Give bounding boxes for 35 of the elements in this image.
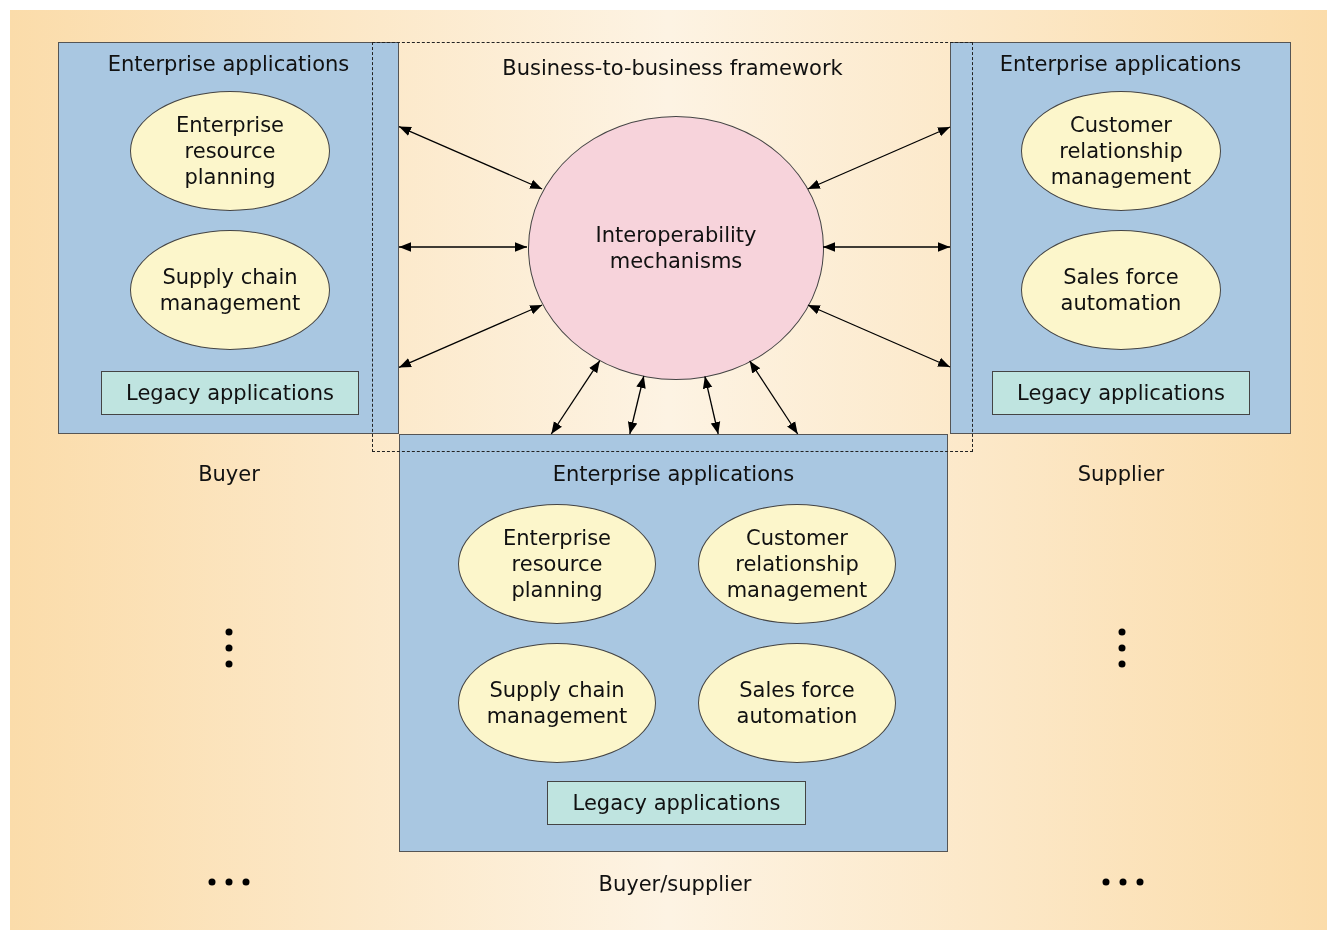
node-label: Legacy applications bbox=[572, 790, 781, 816]
node-label: Customer relationship management bbox=[1049, 112, 1193, 190]
node-label: Legacy applications bbox=[1017, 380, 1225, 406]
legacy-box bbox=[101, 371, 359, 415]
node-label: Sales force automation bbox=[735, 677, 859, 729]
panel-title: Enterprise applications bbox=[107, 51, 350, 77]
arrow bbox=[398, 242, 528, 252]
node-label: Enterprise resource planning bbox=[502, 525, 612, 603]
node-label: Customer relationship management bbox=[725, 525, 869, 603]
node-label: Supply chain management bbox=[158, 264, 302, 316]
node-label: Enterprise resource planning bbox=[175, 112, 285, 190]
arrow bbox=[550, 360, 601, 435]
arrow bbox=[398, 304, 543, 369]
arrow bbox=[749, 360, 799, 435]
node-label: Interoperability mechanisms bbox=[594, 222, 758, 274]
application-panel bbox=[399, 434, 948, 852]
node-label: Sales force automation bbox=[1059, 264, 1183, 316]
arrow bbox=[702, 375, 721, 435]
arrow bbox=[807, 304, 951, 368]
panel-title: Enterprise applications bbox=[999, 51, 1242, 77]
caption-text: Buyer bbox=[198, 461, 260, 487]
panel-title: Enterprise applications bbox=[552, 461, 795, 487]
application-panel bbox=[950, 42, 1291, 434]
application-panel bbox=[58, 42, 399, 434]
arrow bbox=[822, 242, 951, 252]
node-label: Supply chain management bbox=[485, 677, 629, 729]
arrow bbox=[627, 375, 646, 435]
caption-text: Supplier bbox=[1077, 461, 1165, 487]
arrow bbox=[398, 125, 543, 190]
panel-title: Business-to-business framework bbox=[502, 55, 843, 81]
arrow bbox=[807, 126, 951, 190]
legacy-box bbox=[547, 781, 806, 825]
legacy-box bbox=[992, 371, 1250, 415]
caption-text: Buyer/supplier bbox=[598, 871, 752, 897]
node-label: Legacy applications bbox=[126, 380, 334, 406]
